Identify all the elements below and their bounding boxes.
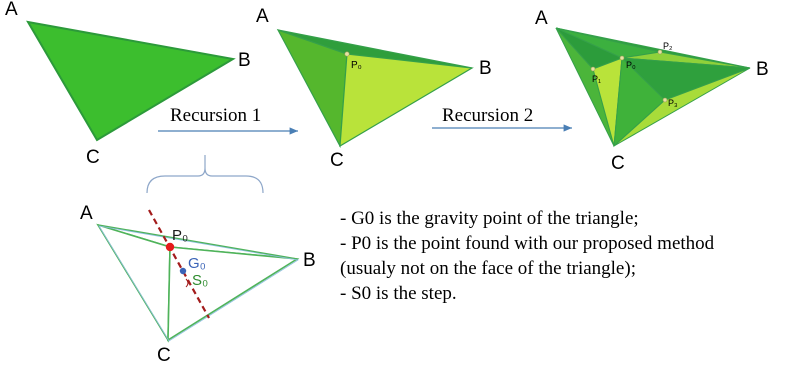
- point-p0-dot: [165, 242, 175, 252]
- point-label-s0: S₀: [192, 272, 208, 289]
- triangle-original: A B C: [5, 0, 251, 168]
- point-p0-marker: [619, 55, 625, 61]
- vertex-label-c: C: [330, 150, 344, 171]
- sub-triangle-p3-b-c: [613, 67, 751, 147]
- arrow-recursion-2: Recursion 2: [432, 105, 572, 132]
- point-label-p0: P₀: [626, 60, 636, 70]
- triangle-recursion-2: P₀ P₁ P₂ P₃ A B C: [535, 8, 769, 174]
- point-label-p3: P₃: [668, 98, 678, 108]
- notes-list: - G0 is the gravity point of the triangl…: [340, 206, 800, 306]
- point-p2-marker: [657, 49, 663, 55]
- point-label-p2: P₂: [663, 41, 673, 51]
- detail-triangle-outline: [98, 225, 300, 342]
- vertex-label-a: A: [80, 203, 93, 224]
- vertex-label-b: B: [303, 250, 316, 271]
- curly-brace: [146, 155, 264, 194]
- note-gravity-point: - G0 is the gravity point of the triangl…: [340, 208, 639, 229]
- step-direction-line: [148, 209, 210, 319]
- detail-triangle: P₀ G₀ S₀ A B C: [80, 203, 316, 366]
- arrow-label-recursion-1: Recursion 1: [170, 105, 261, 126]
- arrow-recursion-1: Recursion 1: [158, 105, 298, 135]
- point-g0-dot: [179, 267, 187, 275]
- sub-triangle-bcp0: [339, 53, 474, 148]
- vertex-label-b: B: [479, 58, 492, 79]
- vertex-label-b: B: [238, 50, 251, 71]
- note-proposed-point: - P0 is the point found with our propose…: [340, 233, 715, 254]
- arrow-label-recursion-2: Recursion 2: [442, 105, 533, 126]
- triangle-original-face: [26, 20, 236, 142]
- vertex-label-c: C: [157, 345, 171, 366]
- step-angle-marker: [185, 278, 189, 288]
- note-proposed-point-continued: (usualy not on the face of the triangle)…: [340, 258, 636, 279]
- point-p3-marker: [662, 97, 668, 103]
- detail-sub-triangle-bcp0: [167, 246, 300, 342]
- vertex-label-b: B: [756, 59, 769, 80]
- vertex-label-a: A: [535, 8, 548, 29]
- vertex-label-a: A: [256, 6, 269, 27]
- point-label-p0: P₀: [351, 60, 362, 71]
- triangle-recursion-1: P₀ A B C: [256, 6, 492, 171]
- point-p1-marker: [590, 66, 596, 72]
- note-step: - S0 is the step.: [340, 283, 457, 304]
- point-label-g0: G₀: [188, 255, 206, 272]
- point-label-p1: P₁: [592, 74, 601, 84]
- vertex-label-a: A: [5, 0, 18, 20]
- point-p0-marker: [344, 51, 350, 57]
- vertex-label-c: C: [611, 153, 625, 174]
- point-label-p0: P₀: [172, 227, 188, 244]
- vertex-label-c: C: [86, 147, 100, 168]
